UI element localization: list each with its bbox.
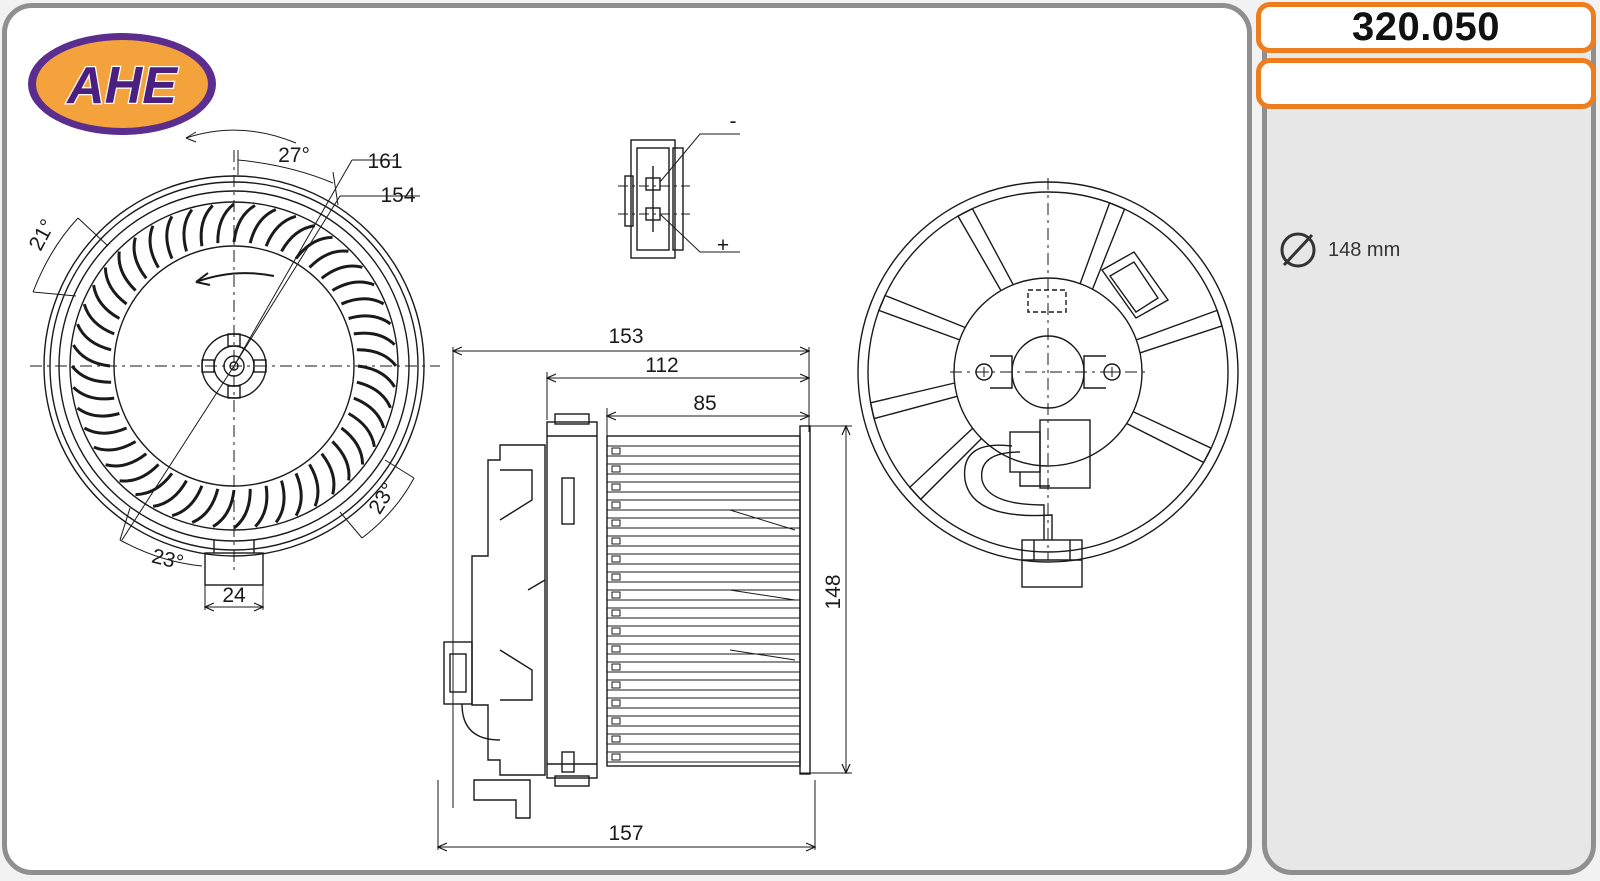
diameter-icon	[1280, 232, 1316, 268]
dim-angle-top: 27°	[278, 144, 310, 167]
dim-inner-diameter: 154	[380, 184, 415, 207]
dim-outer-diameter: 161	[367, 150, 402, 173]
dim-housing-length: 112	[645, 354, 678, 377]
dim-total-length: 153	[608, 325, 643, 348]
connector-detail	[618, 133, 740, 259]
rear-spokes	[869, 201, 1223, 501]
blower-rear-view	[857, 178, 1239, 588]
dim-angle-bottom: 23°	[149, 545, 185, 575]
dim-base-length: 157	[608, 822, 643, 845]
blower-side-view	[438, 347, 852, 850]
part-number: 320.050	[1256, 2, 1596, 53]
spec-diameter: 148 mm	[1278, 228, 1400, 272]
ahe-logo: AHE	[28, 33, 216, 135]
connector-plus-label: +	[717, 234, 729, 257]
drawing-panel	[2, 3, 1252, 875]
dim-angle-right: 23°	[364, 479, 400, 518]
connector-minus-label: -	[730, 110, 737, 133]
dim-plug-width: 24	[222, 584, 246, 607]
wheel-cage-bars	[606, 445, 801, 763]
dim-height: 148	[822, 574, 845, 609]
dim-wheel-length: 85	[693, 392, 716, 415]
wheel-blades	[70, 202, 398, 530]
logo-text: AHE	[65, 57, 178, 115]
wheel-front-view	[30, 129, 440, 610]
spec-panel	[1262, 3, 1596, 875]
spec-diameter-value: 148 mm	[1328, 238, 1401, 261]
secondary-field	[1256, 58, 1596, 109]
technical-drawing: AHE	[25, 33, 1239, 881]
